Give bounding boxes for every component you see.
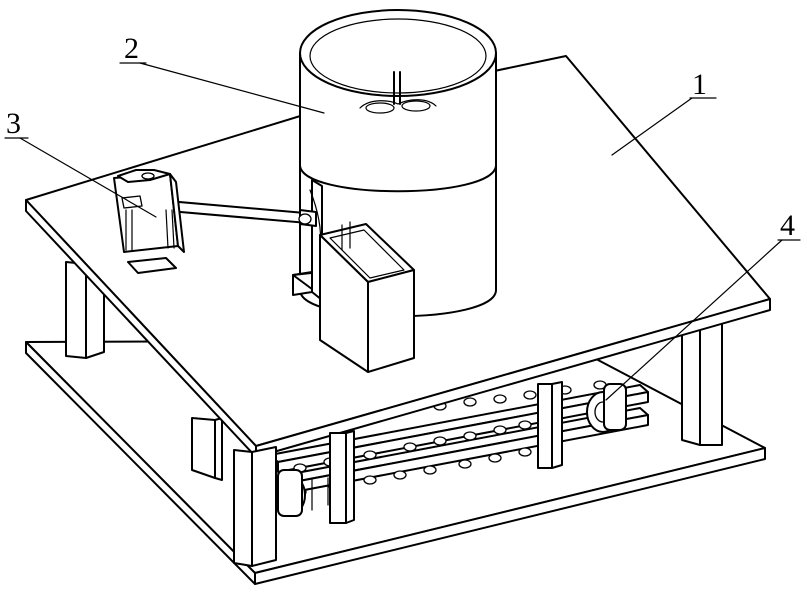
left-drive-wheel: [273, 470, 305, 516]
callout-label-2: 2: [124, 32, 139, 65]
callout-part-2: 2: [120, 32, 324, 113]
callout-label-3: 3: [6, 107, 21, 140]
callout-label-1: 1: [692, 68, 707, 101]
callout-label-4: 4: [780, 209, 795, 242]
